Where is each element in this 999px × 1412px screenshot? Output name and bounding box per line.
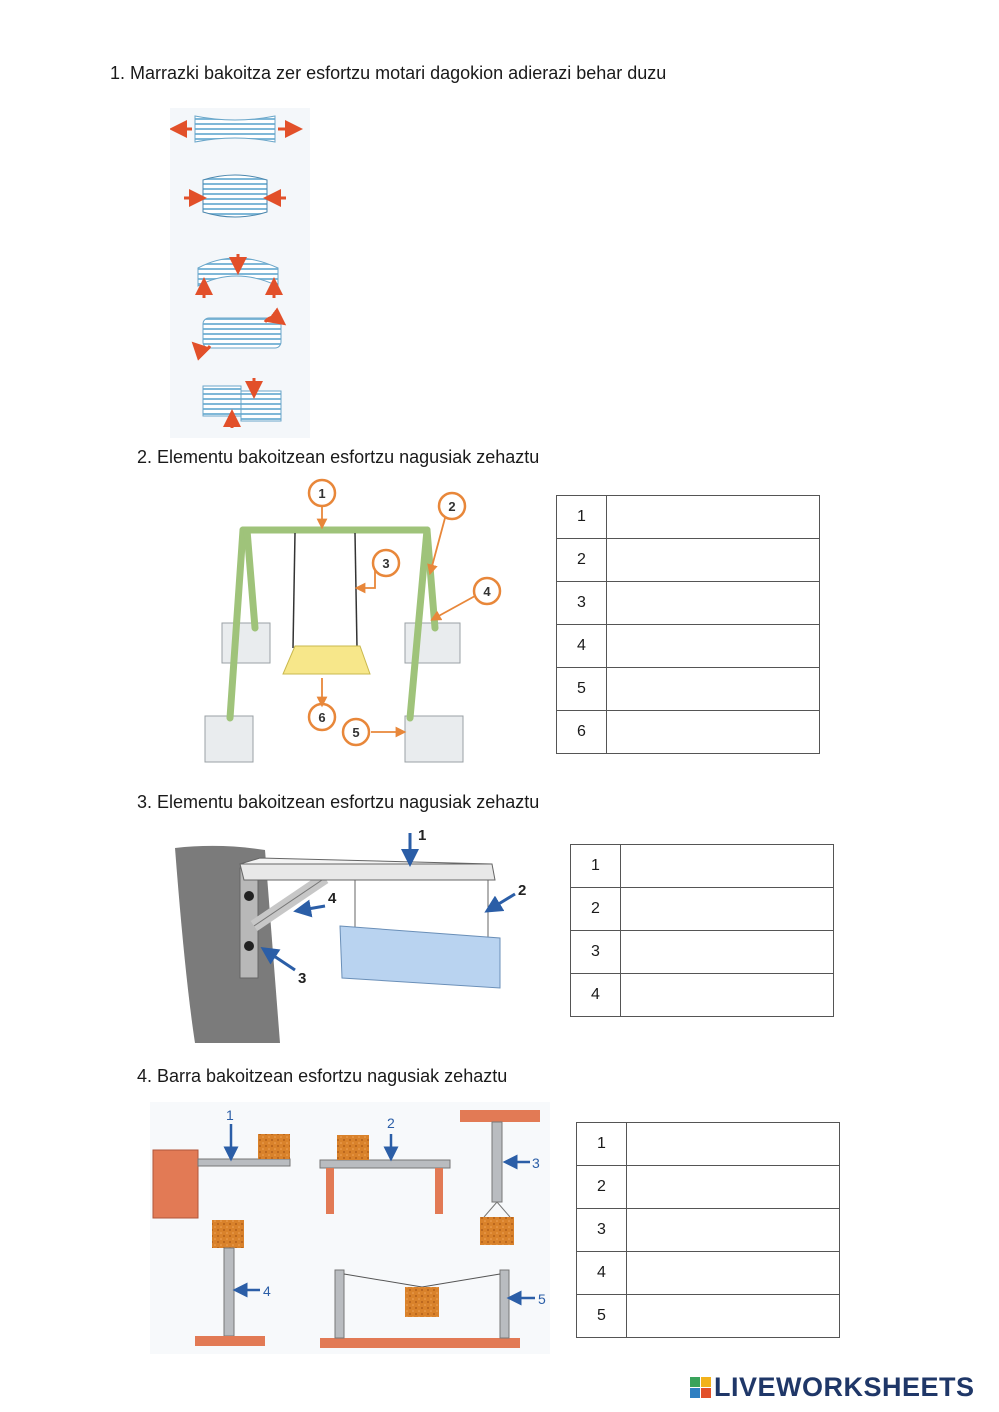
row-number: 3: [576, 1208, 627, 1252]
shelf-bracket-figure: 1 2 3 4: [175, 828, 526, 1043]
row-number: 2: [570, 887, 621, 931]
answer-cell-2[interactable]: [626, 1165, 840, 1209]
answer-cell-4[interactable]: [606, 624, 820, 668]
callout-label-2: 2: [518, 882, 526, 899]
callout-3: [371, 548, 401, 578]
stress-types-figure: [170, 108, 310, 438]
row-number: 6: [556, 710, 607, 754]
shear-bar: [202, 378, 282, 428]
row-number: 4: [556, 624, 607, 668]
compression-bar: [184, 174, 286, 218]
table-row: 4: [576, 1251, 840, 1295]
answer-cell-4[interactable]: [620, 973, 834, 1017]
answer-cell-3[interactable]: [626, 1208, 840, 1252]
callout-label-2: 2: [448, 499, 455, 514]
row-number: 5: [556, 667, 607, 711]
callout-label-2: 2: [387, 1115, 395, 1131]
callout-label-4: 4: [328, 890, 337, 907]
answer-cell-1[interactable]: [626, 1122, 840, 1166]
answer-cell-2[interactable]: [606, 538, 820, 582]
table-row: 4: [570, 973, 834, 1017]
row-number: 2: [576, 1165, 627, 1209]
question-4-title: 4. Barra bakoitzean esfortzu nagusiak ze…: [137, 1066, 508, 1086]
row-number: 1: [556, 495, 607, 539]
table-row: 1: [570, 844, 834, 888]
answer-cell-3[interactable]: [606, 581, 820, 625]
answer-cell-6[interactable]: [606, 710, 820, 754]
answer-cell-1[interactable]: [606, 495, 820, 539]
callout-label-5: 5: [538, 1291, 546, 1307]
table-row: 5: [556, 667, 820, 711]
callout-label-1: 1: [418, 828, 426, 844]
callout-4: [472, 576, 502, 606]
table-row: 1: [556, 495, 820, 539]
torsion-bar: [191, 307, 287, 361]
liveworksheets-logo: LIVEWORKSHEETS: [690, 1372, 975, 1403]
table-row: 3: [576, 1208, 840, 1252]
q2-answer-table: 1 2 3 4 5 6: [556, 495, 820, 754]
swing-figure: 1 2 3 4 5 6: [204, 478, 502, 763]
bars-figure: 1 2 3 4 5: [150, 1102, 550, 1354]
answer-cell-1[interactable]: [620, 844, 834, 888]
question-3-title: 3. Elementu bakoitzean esfortzu nagusiak…: [137, 792, 540, 812]
table-row: 3: [570, 930, 834, 974]
bending-bar: [195, 254, 283, 298]
row-number: 1: [570, 844, 621, 888]
traction-bar: [170, 115, 303, 143]
question-1-title: 1. Marrazki bakoitza zer esfortzu motari…: [110, 63, 667, 83]
q4-answer-table: 1 2 3 4 5: [576, 1122, 840, 1338]
callout-label-4: 4: [263, 1283, 271, 1299]
callout-label-4: 4: [483, 584, 491, 599]
brand-name: LIVEWORKSHEETS: [714, 1372, 975, 1402]
row-number: 3: [556, 581, 607, 625]
table-row: 1: [576, 1122, 840, 1166]
logo-icon: [690, 1377, 711, 1398]
q3-answer-table: 1 2 3 4: [570, 844, 834, 1017]
row-number: 4: [576, 1251, 627, 1295]
row-number: 2: [556, 538, 607, 582]
callout-label-3: 3: [298, 970, 306, 987]
callout-label-5: 5: [352, 725, 359, 740]
callout-label-1: 1: [226, 1107, 234, 1123]
callout-label-3: 3: [532, 1155, 540, 1171]
table-row: 2: [570, 887, 834, 931]
callout-5: [341, 717, 371, 747]
table-row: 2: [576, 1165, 840, 1209]
table-row: 2: [556, 538, 820, 582]
row-number: 5: [576, 1294, 627, 1338]
callout-label-3: 3: [382, 556, 389, 571]
callout-2: [437, 491, 467, 521]
row-number: 3: [570, 930, 621, 974]
table-row: 6: [556, 710, 820, 754]
row-number: 1: [576, 1122, 627, 1166]
row-number: 4: [570, 973, 621, 1017]
question-2-title: 2. Elementu bakoitzean esfortzu nagusiak…: [137, 447, 540, 467]
answer-cell-5[interactable]: [626, 1294, 840, 1338]
answer-cell-4[interactable]: [626, 1251, 840, 1295]
answer-cell-5[interactable]: [606, 667, 820, 711]
callout-label-6: 6: [318, 710, 325, 725]
table-row: 3: [556, 581, 820, 625]
table-row: 4: [556, 624, 820, 668]
answer-cell-3[interactable]: [620, 930, 834, 974]
table-row: 5: [576, 1294, 840, 1338]
answer-cell-2[interactable]: [620, 887, 834, 931]
callout-label-1: 1: [318, 486, 325, 501]
